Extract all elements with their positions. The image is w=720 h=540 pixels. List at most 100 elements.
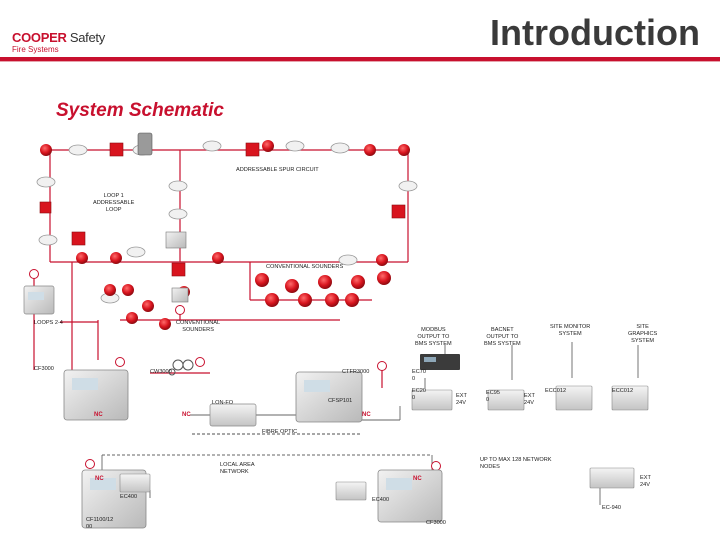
smoke-detector-icon [68, 144, 88, 156]
company-logo: COOPER Safety [12, 30, 105, 45]
call-point-icon [71, 231, 86, 246]
label-conv-sounders-top: CONVENTIONAL SOUNDERS [266, 264, 344, 270]
slide-subtitle: System Schematic [56, 100, 224, 121]
gateway-devices [119, 354, 649, 501]
conventional-sounder-icon [351, 275, 365, 289]
nc-marker: NC [182, 412, 191, 418]
nc-marker: NC [94, 412, 103, 418]
sounder-icon [212, 252, 224, 264]
panel-screen [90, 478, 116, 490]
call-point-icon [171, 262, 186, 277]
label-ec400-mid: EC400 [372, 497, 390, 503]
sounder-icon [40, 144, 52, 156]
label-loops24: LOOPS 2-4 [34, 320, 63, 326]
smoke-detector-icon [338, 254, 358, 266]
nc-marker: NC [362, 412, 371, 418]
title-divider [0, 57, 720, 61]
detectors [36, 140, 418, 304]
smoke-detector-icon [168, 208, 188, 220]
label-cf1100: CF1100/12 00 [86, 517, 114, 530]
smoke-detector-icon [168, 180, 188, 192]
label-cfsp101: CFSP101 [328, 398, 353, 404]
logo-light-text: Safety [69, 30, 105, 45]
conventional-sounder-icon [325, 293, 339, 307]
call-point-icon [109, 142, 124, 157]
panel-screen [304, 380, 330, 392]
label-conv-sounders-mid: CONVENTIONAL SOUNDERS [176, 320, 221, 333]
eol-marker-icon [377, 361, 387, 371]
eol-marker-icon [85, 459, 95, 469]
label-lan: LOCAL AREA NETWORK [220, 462, 255, 475]
cw-coil-icon [182, 359, 194, 371]
conventional-sounder-icon [159, 318, 171, 330]
manual-call-points [39, 142, 406, 277]
page-title: Introduction [490, 12, 700, 53]
conventional-sounder-icon [285, 279, 299, 293]
label-ec950: EC95 0 [486, 390, 500, 403]
label-loop1: LOOP 1 ADDRESSABLE LOOP [93, 193, 135, 213]
eol-marker-icon [195, 357, 205, 367]
conventional-sounder-icon [142, 300, 154, 312]
nc-marker: NC [413, 476, 422, 482]
conventional-sounder-icon [104, 284, 116, 296]
network-card-markers: NC NC NC NC NC [94, 412, 422, 482]
nc-marker: NC [95, 476, 104, 482]
panel-screen [386, 478, 412, 490]
ec400-left-module-icon [119, 473, 151, 493]
ecc012-module-b-icon [611, 385, 649, 411]
cw3000-modules [168, 359, 194, 376]
logo-subtitle: Fire Systems [12, 45, 59, 54]
eol-marker-icon [175, 305, 185, 315]
label-ext24-b: EXT 24V [524, 393, 535, 406]
ctfr3000-panel-icon [295, 371, 363, 423]
smoke-detector-icon [38, 234, 58, 246]
label-ec940: EC-940 [602, 505, 621, 511]
call-point-icon [391, 204, 406, 219]
ec950-module-icon [487, 389, 525, 411]
ec400-mid-module-icon [335, 481, 367, 501]
module-icon [137, 132, 153, 156]
sounder-icon [262, 140, 274, 152]
label-ecc012-a: ECC012 [545, 388, 567, 394]
smoke-detector-icon [398, 180, 418, 192]
call-point-icon [39, 201, 52, 214]
label-ec700: EC70 0 [412, 369, 426, 382]
smoke-detector-icon [330, 142, 350, 154]
eol-marker-icon [431, 461, 441, 471]
smoke-detector-icon [36, 176, 56, 188]
ecc012-module-a-icon [555, 385, 593, 411]
sounder-icon [398, 144, 410, 156]
call-point-icon [245, 142, 260, 157]
ec200-module-icon [411, 389, 453, 411]
conventional-sounder-icon [255, 273, 269, 287]
conventional-sounder-icon [126, 312, 138, 324]
conventional-sounder-icon [345, 293, 359, 307]
panel-screen [28, 292, 44, 300]
panel-screen [72, 378, 98, 390]
label-cw3000: CW3000 [150, 369, 172, 375]
interface-module-icon [171, 287, 189, 303]
cf3000-bottom-panel-icon [377, 469, 443, 523]
label-site-monitor: SITE MONITOR SYSTEM [550, 324, 591, 337]
label-ext24-a: EXT 24V [456, 393, 467, 406]
conventional-sounders-mid [104, 284, 190, 330]
sounder-icon [76, 252, 88, 264]
smoke-detector-icon [202, 140, 222, 152]
lon-fo-module-icon [209, 403, 257, 427]
conventional-sounder-icon [298, 293, 312, 307]
label-ec200: EC20 0 [412, 388, 426, 401]
fire-panels [23, 285, 443, 529]
cw-coil-icon [172, 359, 184, 371]
sounder-icon [110, 252, 122, 264]
addressable-loop-wiring [33, 149, 409, 388]
cw-coil-icon [168, 368, 176, 376]
smoke-detector-icon [126, 246, 146, 258]
gateway-display [424, 357, 436, 362]
label-ctfr3000: CTFR3000 [342, 369, 370, 375]
label-fibre-optic: FIBRE OPTIC [262, 429, 298, 435]
conventional-sounder-icon [265, 293, 279, 307]
label-lon-fo: LON-FO [212, 400, 234, 406]
label-ec400-left: EC400 [120, 494, 138, 500]
